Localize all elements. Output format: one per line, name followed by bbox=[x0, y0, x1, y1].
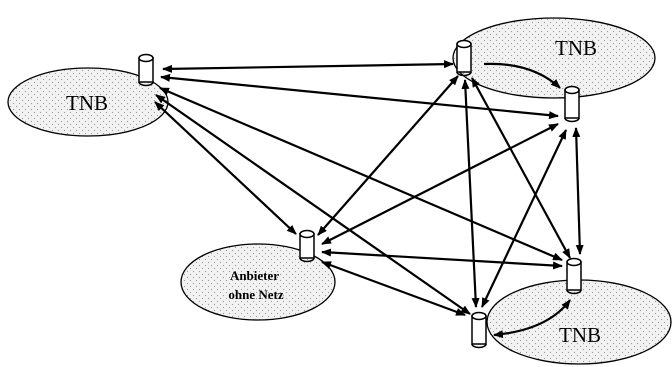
link-left-top bbox=[162, 60, 454, 73]
link-left-rightlower bbox=[159, 86, 563, 262]
node-right-lower-db-icon bbox=[566, 257, 582, 295]
link-rightupper-mid bbox=[321, 123, 559, 245]
node-mid-db-icon bbox=[299, 229, 315, 263]
link-bottom-rightlower-curve bbox=[493, 299, 571, 339]
link-mid-rightlower bbox=[321, 248, 563, 270]
tnb-label-left: TNB bbox=[66, 91, 108, 115]
tnb-region-top-right bbox=[452, 17, 656, 99]
link-rightupper-bottom bbox=[481, 129, 567, 308]
anbieter-label-line-2: ohne Netz bbox=[228, 287, 283, 302]
node-bottom-db-icon bbox=[471, 311, 487, 349]
tnb-label-top-right: TNB bbox=[555, 36, 597, 60]
node-left-db-icon bbox=[138, 53, 154, 87]
link-rightupper-rightlower bbox=[572, 127, 584, 255]
link-top-rightlower bbox=[471, 77, 571, 259]
node-top-db-icon bbox=[456, 39, 472, 77]
anbieter-label-line-1: Anbieter bbox=[230, 268, 279, 283]
link-left-mid bbox=[154, 101, 297, 235]
node-right-upper-db-icon bbox=[564, 85, 580, 123]
link-mid-bottom bbox=[321, 260, 466, 317]
link-top-bottom bbox=[461, 79, 480, 308]
link-top-rightupper-curve bbox=[483, 62, 561, 89]
tnb-label-bottom-right: TNB bbox=[559, 323, 601, 347]
